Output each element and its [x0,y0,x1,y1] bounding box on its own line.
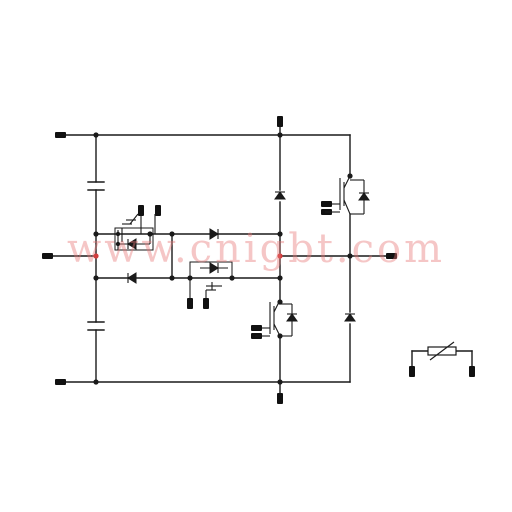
terminal-gate-t4a [251,325,262,331]
terminal-gate-t3a [187,298,193,309]
freewheel-diode-upper [274,191,286,200]
dc-bus-capacitor-upper [87,181,105,191]
inner-igbt-upper [114,213,154,251]
terminal-ntc-1 [409,366,415,377]
outer-igbt-upper [325,175,370,215]
terminal-neutral [42,253,53,259]
terminal-dc-positive [55,132,66,138]
clamp-diode-upper [209,228,219,240]
terminal-pins [42,116,475,404]
dc-bus-capacitor-lower [87,321,105,331]
clamp-diode-lower [127,272,137,284]
terminal-ntc-2 [469,366,475,377]
terminal-gate-t1a [321,201,332,207]
terminal-gate-t2b [155,205,161,216]
ntc-thermistor [411,341,473,373]
terminal-dc-negative [55,379,66,385]
junction-dots [93,132,353,385]
terminal-gate-t2a [138,205,144,216]
terminal-bottom [277,393,283,404]
terminal-gate-t3b [203,298,209,309]
terminal-output [386,253,397,259]
inner-igbt-lower [189,261,233,300]
terminal-top [277,116,283,127]
freewheel-diode-lower [344,313,356,322]
